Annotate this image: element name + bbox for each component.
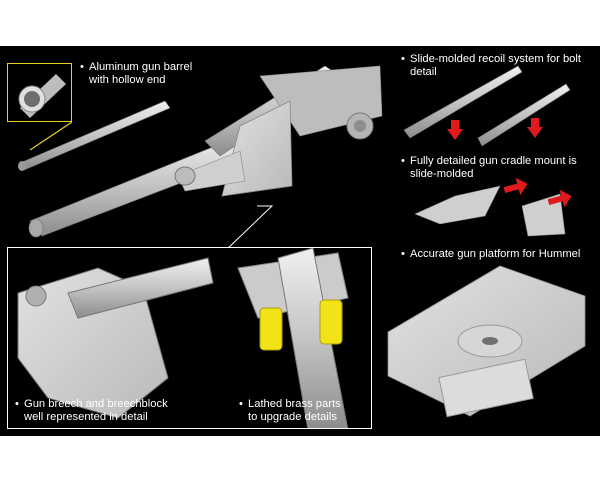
- breech-and-brass-detail-art: [8, 248, 371, 428]
- recoil-system-parts: [403, 65, 571, 147]
- brass-part-right: [319, 299, 343, 345]
- aluminum-barrel-part: [18, 100, 171, 171]
- caption-gun-platform: •Accurate gun platform for Hummel: [401, 248, 581, 260]
- arrow-down-icon: [447, 120, 463, 140]
- barrel-zoom-frame: [7, 63, 72, 122]
- gun-platform-part: [387, 265, 586, 418]
- zoom-connector: [29, 121, 73, 151]
- arrow-down-icon: [527, 118, 543, 138]
- gun-model-illustration: [18, 65, 586, 418]
- caption-cradle-mount: •Fully detailed gun cradle mount is slid…: [401, 155, 577, 180]
- detail-inset-frame: [7, 247, 372, 429]
- caption-recoil-system: •Slide-molded recoil system for bolt det…: [401, 53, 581, 78]
- cradle-mount-parts: [414, 185, 566, 237]
- hollow-barrel-end-icon: [18, 74, 66, 118]
- caption-brass-parts: •Lathed brass parts to upgrade details: [239, 398, 341, 423]
- main-gun-assembly: [28, 65, 383, 238]
- caption-gun-breech: •Gun breech and breechblock well represe…: [15, 398, 168, 423]
- brass-part-left: [259, 307, 283, 351]
- caption-aluminum-barrel: •Aluminum gun barrel with hollow end: [80, 61, 193, 86]
- arrow-right-icon: [504, 178, 528, 196]
- product-detail-panel: •Aluminum gun barrel with hollow end •Sl…: [0, 46, 600, 436]
- arrow-right-icon: [548, 190, 572, 208]
